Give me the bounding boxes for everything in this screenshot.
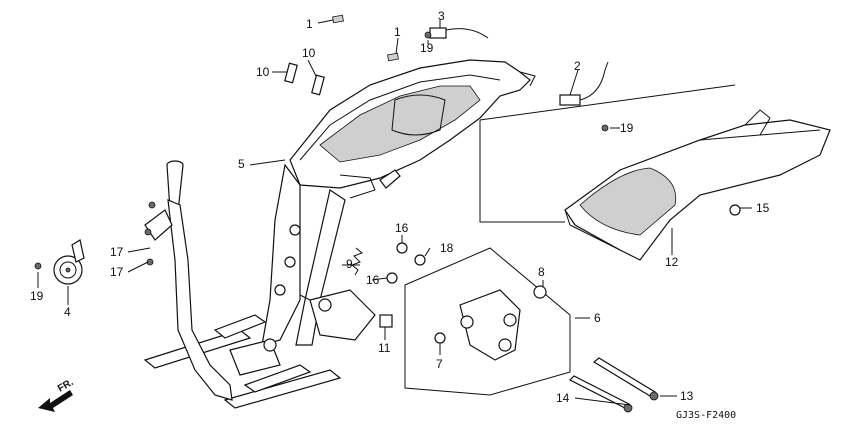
callout-2: 2 (574, 59, 581, 73)
callout-18: 18 (440, 241, 454, 255)
front-label: FR. (56, 377, 76, 395)
bush-part-8 (533, 285, 547, 299)
callout-4: 4 (64, 305, 71, 319)
cushion-part-1a (332, 14, 344, 24)
bolt-part-19a (424, 31, 432, 39)
callout-10b: 10 (302, 46, 316, 60)
callout-12: 12 (665, 255, 679, 269)
hanger-assembly-box (404, 247, 571, 396)
bolt-part-14 (568, 375, 631, 409)
fender-box-outline (479, 84, 736, 223)
bolt-part-19c (34, 262, 42, 270)
rubber-part-10b (311, 74, 325, 96)
callout-labels: 1 1 2 3 4 5 6 7 8 9 10 10 11 12 13 14 15… (30, 9, 770, 405)
horn-part-4 (53, 239, 85, 285)
collar-part-16a (396, 242, 408, 254)
callout-11: 11 (378, 341, 391, 355)
connector-part-3 (429, 27, 489, 39)
leader-lines (37, 19, 752, 406)
bush-part-11 (379, 314, 393, 328)
callout-1a: 1 (306, 17, 313, 31)
collar-part-16b (386, 272, 398, 284)
callout-16a: 16 (395, 221, 409, 235)
nut-part-18 (414, 254, 426, 266)
callout-14: 14 (556, 391, 570, 405)
callout-8: 8 (538, 265, 545, 279)
front-direction-marker: FR. (38, 377, 76, 412)
switch-part-2 (559, 61, 609, 106)
callout-7: 7 (436, 357, 443, 371)
rubber-part-10a (284, 62, 298, 84)
callout-19c: 19 (30, 289, 44, 303)
rear-fender-part-12 (564, 109, 831, 261)
callout-19b: 19 (620, 121, 634, 135)
callout-19a: 19 (420, 41, 434, 55)
callout-15: 15 (756, 201, 770, 215)
callout-3: 3 (438, 9, 445, 23)
bolt-part-19b (601, 124, 609, 132)
diagram-code: GJ3S-F2400 (676, 410, 736, 421)
head-pipe (144, 160, 233, 401)
callout-5: 5 (238, 157, 245, 171)
callout-17b: 17 (110, 265, 124, 279)
callout-17a: 17 (110, 245, 124, 259)
callout-9: 9 (346, 257, 353, 271)
callout-13: 13 (680, 389, 694, 403)
callout-6: 6 (594, 311, 601, 325)
callout-1b: 1 (394, 25, 401, 39)
nut-part-15 (729, 204, 741, 216)
callout-16b: 16 (366, 273, 380, 287)
cushion-part-1b (387, 52, 399, 62)
spring-part-9 (351, 247, 363, 276)
callout-10a: 10 (256, 65, 270, 79)
bolt-part-7 (434, 332, 446, 344)
